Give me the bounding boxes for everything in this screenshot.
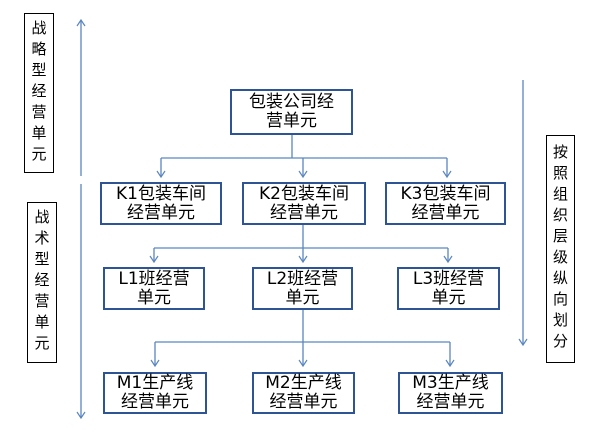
node-m1-line2: 经营单元	[121, 392, 189, 412]
node-k1-line2: 经营单元	[127, 202, 195, 223]
node-m2-line1: M2生产线	[265, 373, 342, 393]
node-root-line2: 营单元	[266, 111, 317, 131]
node-m2-line2: 经营单元	[269, 392, 338, 412]
tactical-unit-label-text: 战术型经营单元	[32, 209, 51, 356]
node-m3-line2: 经营单元	[416, 392, 485, 412]
node-m2-production-line: M2生产线 经营单元	[252, 372, 355, 414]
node-l2-line2: 单元	[285, 287, 320, 308]
node-l1-line1: L1班经营	[118, 268, 190, 289]
node-k3-line1: K3包装车间	[400, 183, 491, 204]
strategic-unit-label: 战略型经营单元	[24, 13, 54, 173]
node-k1-workshop: K1包装车间 经营单元	[100, 182, 222, 225]
node-k3-workshop: K3包装车间 经营单元	[385, 182, 506, 225]
node-l1-line2: 单元	[137, 287, 171, 308]
node-l2-team: L2班经营 单元	[252, 267, 353, 310]
node-k2-line2: 经营单元	[270, 202, 338, 223]
node-m1-production-line: M1生产线 经营单元	[103, 372, 207, 414]
node-k1-line1: K1包装车间	[116, 183, 206, 204]
node-root-line1: 包装公司经	[249, 92, 334, 112]
node-root-packaging-company: 包装公司经 营单元	[230, 89, 353, 135]
node-l3-line1: L3班经营	[412, 268, 485, 289]
node-k3-line2: 经营单元	[411, 202, 480, 223]
node-l3-team: L3班经营 单元	[397, 267, 500, 310]
node-m3-production-line: M3生产线 经营单元	[398, 372, 503, 414]
node-m3-line1: M3生产线	[412, 373, 489, 393]
node-l2-line1: L2班经营	[266, 268, 339, 289]
strategic-unit-label-text: 战略型经营单元	[29, 19, 48, 167]
hierarchy-axis-label-text: 按照组织层级纵向划分	[551, 144, 569, 354]
node-l3-line2: 单元	[431, 287, 466, 308]
hierarchy-axis-label: 按照组织层级纵向划分	[546, 135, 575, 363]
node-l1-team: L1班经营 单元	[103, 267, 205, 310]
node-k2-workshop: K2包装车间 经营单元	[242, 182, 366, 225]
node-m1-line1: M1生产线	[116, 373, 194, 393]
node-k2-line1: K2包装车间	[259, 183, 349, 204]
tactical-unit-label: 战术型经营单元	[27, 202, 57, 363]
